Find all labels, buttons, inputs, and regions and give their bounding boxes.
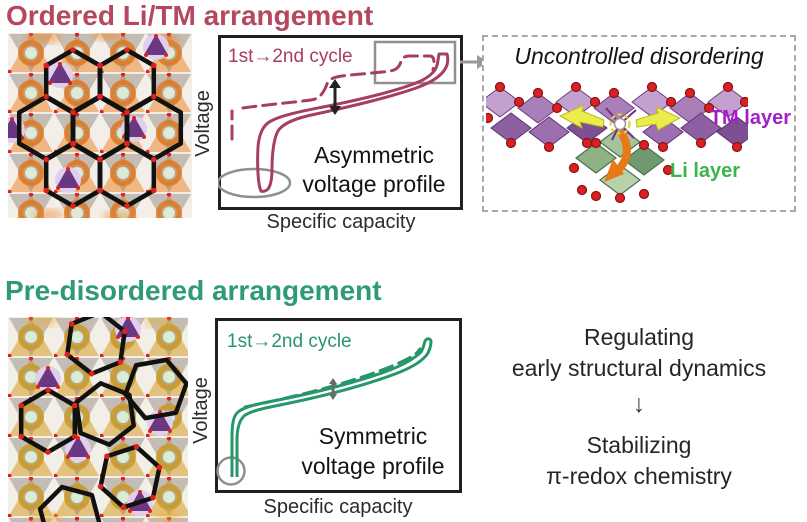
annotation-line-2: voltage profile <box>302 171 445 197</box>
symmetric-voltage-chart: 1st→2nd cycle Symmetric voltage profile <box>215 318 462 493</box>
tm-layer-label: TM layer <box>709 107 791 129</box>
disordered-lattice-image <box>8 317 188 522</box>
vacancy-atom <box>613 117 627 131</box>
outcome-text-block: Regulating early structural dynamics ↓ S… <box>478 322 800 492</box>
second-cycle-solid-curve <box>230 337 433 477</box>
voltage-gap-arrow-icon <box>329 79 341 115</box>
second-cycle-solid-curve <box>256 52 450 193</box>
annotation-line-2: voltage profile <box>301 453 444 479</box>
annotation-line-1: Asymmetric <box>314 142 434 168</box>
chart-legend: 1st→2nd cycle <box>227 331 352 352</box>
crystal-structure-image <box>486 81 748 204</box>
outcome-line: Stabilizing <box>586 432 692 458</box>
li-layer-label: Li layer <box>670 160 741 182</box>
voltage-axis-label: Voltage <box>189 376 212 444</box>
annotation-line-1: Symmetric <box>319 423 428 449</box>
outcome-line: π-redox chemistry <box>546 463 732 489</box>
start-highlight-ellipse <box>218 167 292 199</box>
ordered-section-title: Ordered Li/TM arrangement <box>6 0 374 31</box>
chart-legend: 1st→2nd cycle <box>228 46 353 67</box>
voltage-axis-label: Voltage <box>191 89 214 157</box>
asymmetric-voltage-chart: 1st→2nd cycle Asymmetric voltage profile <box>218 35 463 210</box>
li-migration-arrow-icon <box>604 130 631 182</box>
panel-title: Uncontrolled disordering <box>514 43 764 69</box>
capacity-axis-label: Specific capacity <box>263 496 413 518</box>
predisordered-section-title: Pre-disordered arrangement <box>5 275 382 306</box>
tm-migration-arrows-icon <box>558 104 682 131</box>
outcome-line: Regulating <box>584 324 694 350</box>
first-cycle-dashed-curve <box>230 54 436 141</box>
ordered-lattice-image <box>8 33 192 218</box>
voltage-gap-tick-icon <box>329 378 337 400</box>
uncontrolled-disordering-panel: Uncontrolled disordering <box>482 35 796 212</box>
outcome-line: early structural dynamics <box>511 355 767 381</box>
capacity-axis-label: Specific capacity <box>266 211 416 233</box>
down-arrow-icon: ↓ <box>632 390 646 418</box>
